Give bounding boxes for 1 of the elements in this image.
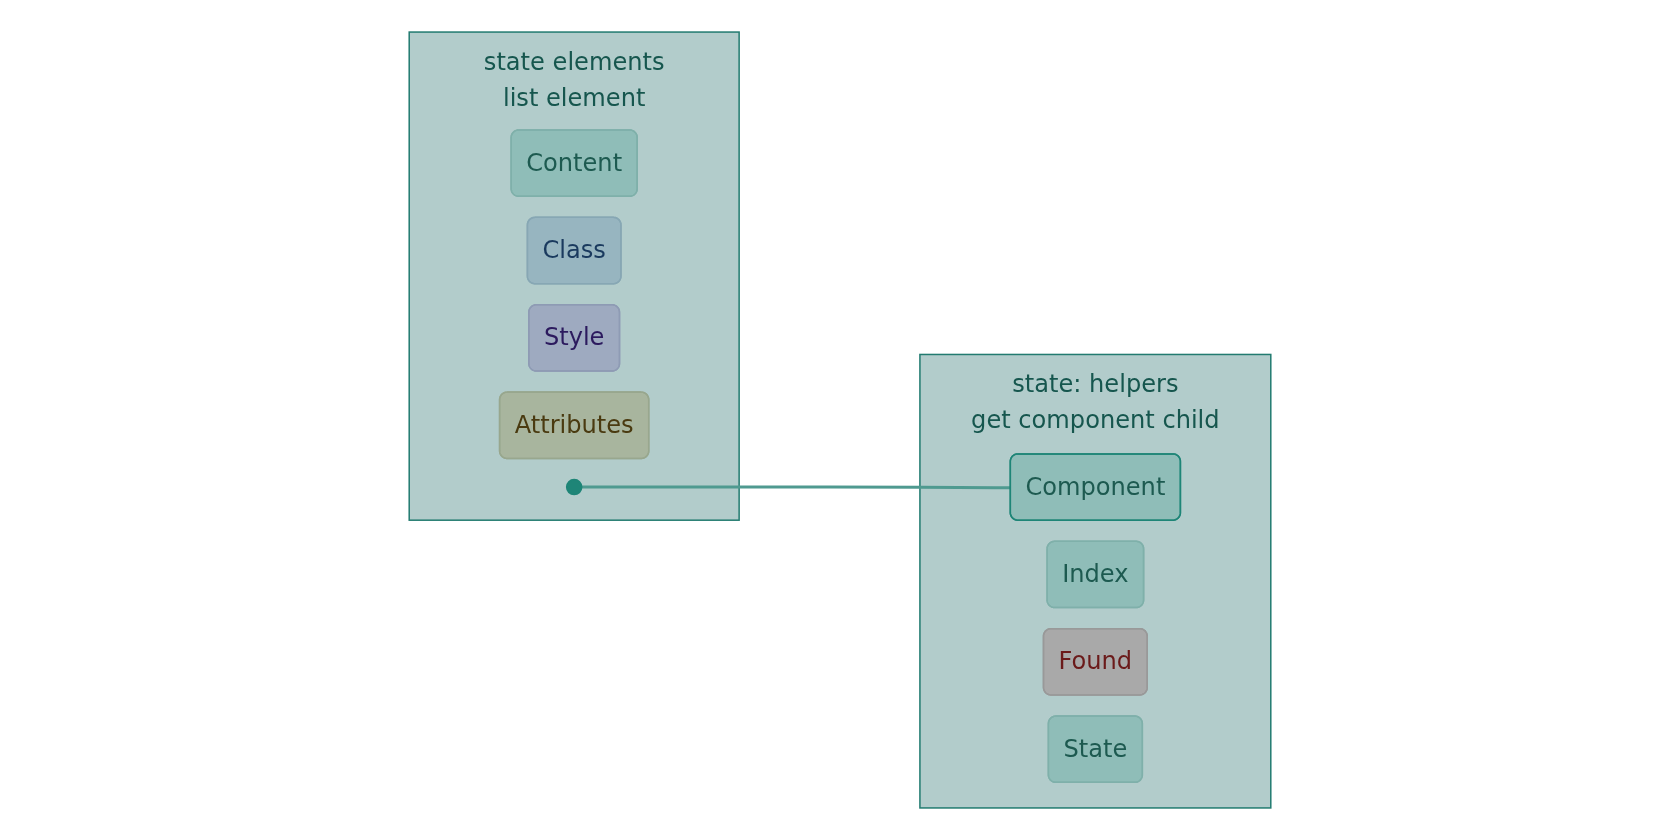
node-circle bbox=[565, 478, 583, 496]
